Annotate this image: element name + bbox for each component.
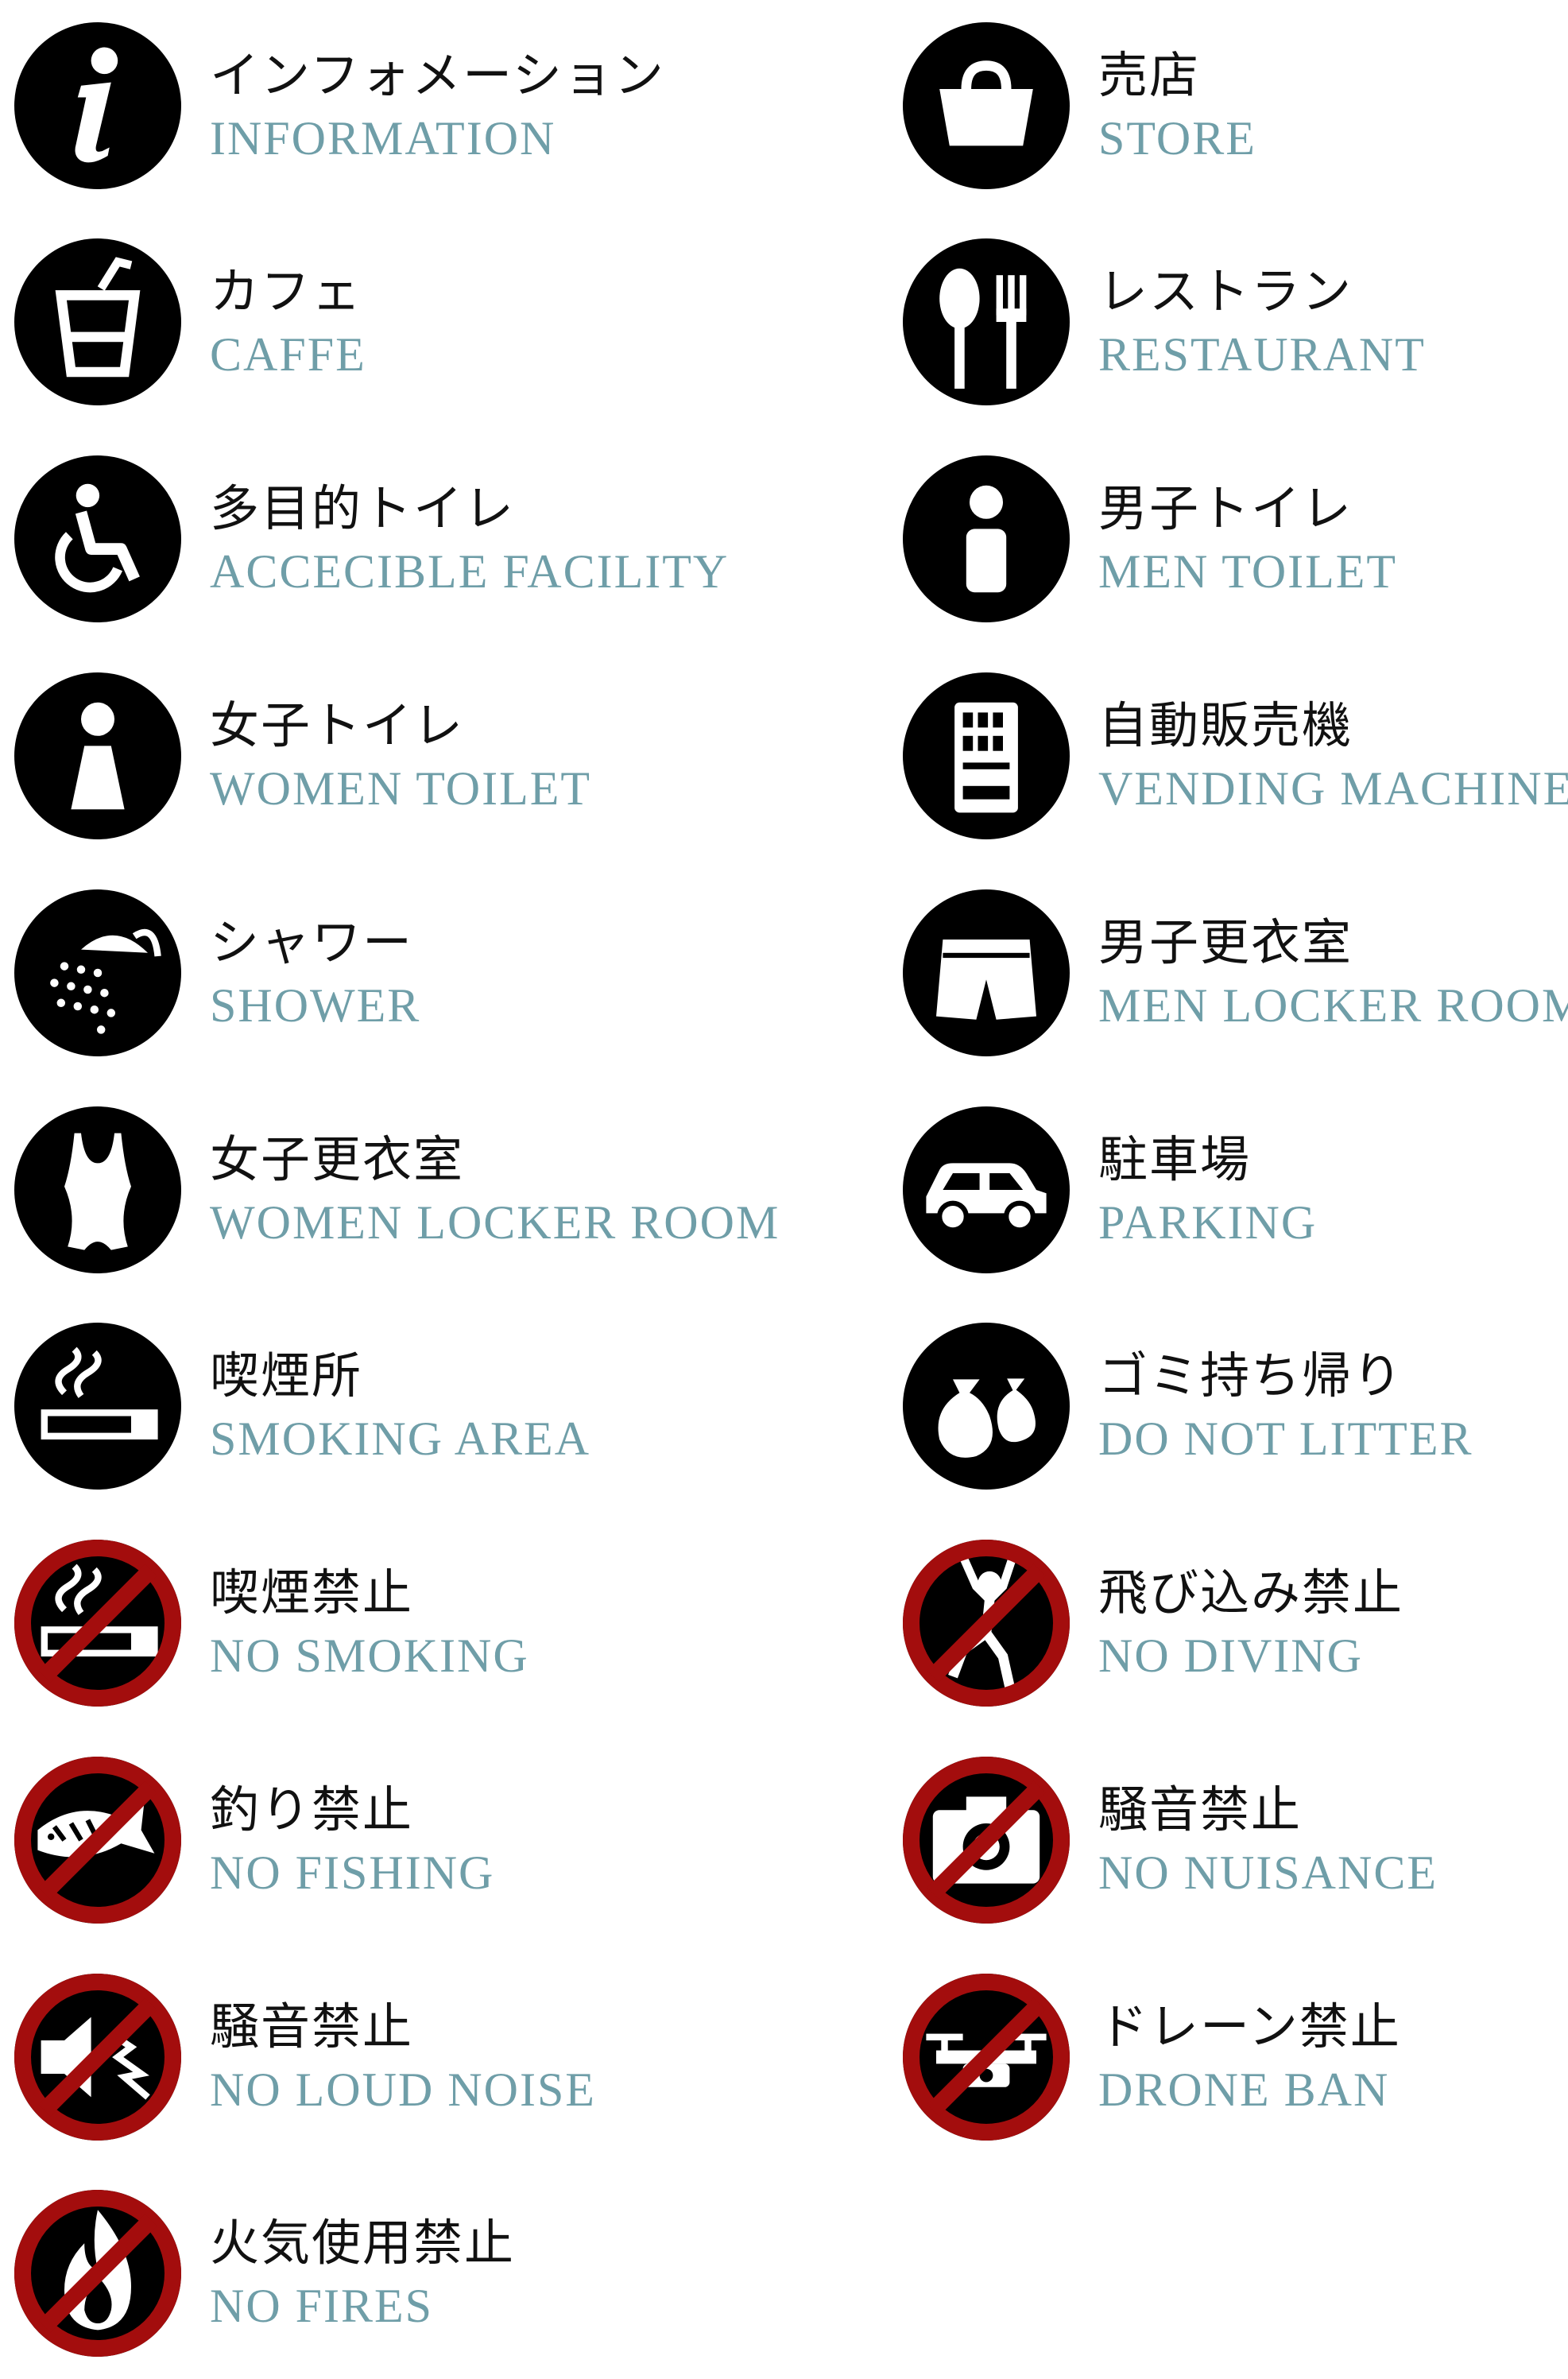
sign-label-en: INFORMATION	[210, 112, 556, 165]
sign-no-fires: 火気使用禁止 NO FIRES	[0, 2168, 779, 2357]
no-drone-icon	[903, 1974, 1070, 2141]
sign-label-jp: ゴミ持ち帰り	[1098, 1346, 1404, 1405]
sign-restaurant: レストラン RESTAURANT	[889, 216, 1568, 405]
no-smoking-icon	[14, 1540, 181, 1707]
sign-no-smoking: 喫煙禁止 NO SMOKING	[0, 1517, 779, 1707]
sign-label-jp: 騒音禁止	[210, 1997, 414, 2055]
cigarette-icon	[14, 1323, 181, 1490]
cafe-cup-icon	[14, 238, 181, 405]
swimsuit-icon	[14, 1106, 181, 1273]
sign-label-en: MEN TOILET	[1098, 545, 1398, 598]
sign-do-not-litter: ゴミ持ち帰り DO NOT LITTER	[889, 1300, 1568, 1490]
car-icon	[903, 1106, 1070, 1273]
sign-label-jp: 男子トイレ	[1098, 479, 1353, 537]
sign-label-jp: 自動販売機	[1098, 696, 1353, 754]
woman-figure-icon	[14, 672, 181, 839]
information-icon	[14, 22, 181, 189]
no-fire-icon	[14, 2190, 181, 2357]
sign-label-en: NO FISHING	[210, 1846, 495, 1899]
sign-label-jp: 火気使用禁止	[210, 2214, 516, 2272]
sign-label-jp: 釣り禁止	[210, 1780, 414, 1838]
sign-men-locker: 男子更衣室 MEN LOCKER ROOM	[889, 867, 1568, 1056]
sign-label-en: NO FIRES	[210, 2280, 434, 2332]
sign-label-jp: 女子更衣室	[210, 1130, 465, 1188]
sign-label-en: NO DIVING	[1098, 1629, 1363, 1682]
no-camera-icon	[903, 1757, 1070, 1924]
swim-trunks-icon	[903, 889, 1070, 1056]
sign-no-nuisance: 騒音禁止 NO NUISANCE	[889, 1734, 1568, 1924]
sign-label-en: SHOWER	[210, 979, 421, 1032]
sign-women-locker: 女子更衣室 WOMEN LOCKER ROOM	[0, 1084, 780, 1273]
sign-label-jp: 男子更衣室	[1098, 913, 1353, 971]
wheelchair-icon	[14, 455, 181, 622]
sign-label-en: SMOKING AREA	[210, 1412, 591, 1465]
store-basket-icon	[903, 22, 1070, 189]
sign-parking: 駐車場 PARKING	[889, 1084, 1568, 1273]
sign-label-jp: カフェ	[210, 262, 363, 320]
sign-drone-ban: ドレーン禁止 DRONE BAN	[889, 1951, 1568, 2141]
no-loud-noise-icon	[14, 1974, 181, 2141]
sign-label-en: MEN LOCKER ROOM	[1098, 979, 1568, 1032]
shower-icon	[14, 889, 181, 1056]
sign-vending: 自動販売機 VENDING MACHINE	[889, 650, 1568, 839]
sign-label-en: VENDING MACHINE	[1098, 762, 1568, 815]
sign-label-en: PARKING	[1098, 1196, 1318, 1249]
sign-label-jp: 喫煙所	[210, 1346, 363, 1405]
sign-women-toilet: 女子トイレ WOMEN TOILET	[0, 650, 779, 839]
sign-label-jp: レストラン	[1098, 262, 1353, 320]
sign-label-jp: ドレーン禁止	[1098, 1997, 1401, 2055]
man-figure-icon	[903, 455, 1070, 622]
sign-label-en: STORE	[1098, 112, 1256, 165]
sign-label-en: DRONE BAN	[1098, 2063, 1390, 2116]
sign-store: 売店 STORE	[889, 0, 1568, 189]
sign-no-loud-noise: 騒音禁止 NO LOUD NOISE	[0, 1951, 779, 2141]
sign-label-en: NO SMOKING	[210, 1629, 529, 1682]
sign-label-jp: 売店	[1098, 46, 1201, 104]
vending-machine-icon	[903, 672, 1070, 839]
sign-information: インフォメーション INFORMATION	[0, 0, 779, 189]
sign-label-jp: シャワー	[210, 913, 414, 971]
sign-label-jp: 飛び込み禁止	[1098, 1563, 1404, 1622]
garbage-bags-icon	[903, 1323, 1070, 1490]
no-diving-icon	[903, 1540, 1070, 1707]
sign-label-en: WOMEN LOCKER ROOM	[210, 1196, 780, 1249]
sign-cafe: カフェ CAFFE	[0, 216, 779, 405]
sign-label-jp: 女子トイレ	[210, 696, 465, 754]
sign-label-en: ACCECIBLE FACILITY	[210, 545, 730, 598]
sign-label-jp: 喫煙禁止	[210, 1563, 414, 1622]
sign-shower: シャワー SHOWER	[0, 867, 779, 1056]
sign-label-en: WOMEN TOILET	[210, 762, 592, 815]
sign-label-en: DO NOT LITTER	[1098, 1412, 1473, 1465]
spoon-fork-icon	[903, 238, 1070, 405]
sign-label-en: NO NUISANCE	[1098, 1846, 1438, 1899]
sign-label-jp: インフォメーション	[210, 46, 665, 104]
sign-accessible: 多目的トイレ ACCECIBLE FACILITY	[0, 433, 779, 622]
sign-label-jp: 駐車場	[1098, 1130, 1252, 1188]
sign-no-diving: 飛び込み禁止 NO DIVING	[889, 1517, 1568, 1707]
sign-label-en: CAFFE	[210, 328, 366, 381]
sign-label-jp: 騒音禁止	[1098, 1780, 1303, 1838]
sign-smoking-area: 喫煙所 SMOKING AREA	[0, 1300, 779, 1490]
sign-label-jp: 多目的トイレ	[210, 479, 516, 537]
sign-no-fishing: 釣り禁止 NO FISHING	[0, 1734, 779, 1924]
sign-label-en: NO LOUD NOISE	[210, 2063, 596, 2116]
no-fishing-icon	[14, 1757, 181, 1924]
sign-label-en: RESTAURANT	[1098, 328, 1426, 381]
sign-men-toilet: 男子トイレ MEN TOILET	[889, 433, 1568, 622]
